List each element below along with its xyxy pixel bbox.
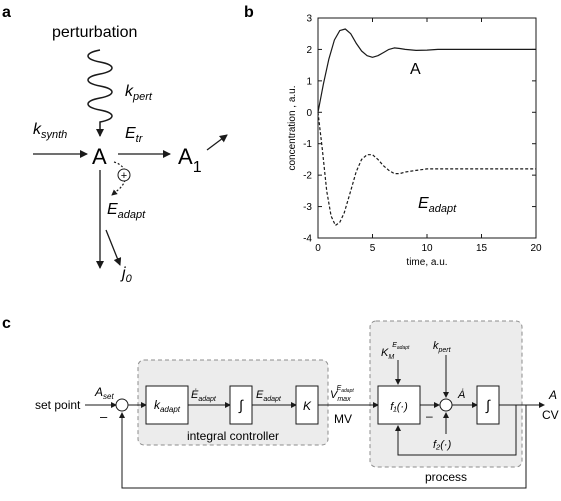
x-tick-label: 5 xyxy=(370,243,376,254)
k-synth-label: ksynth xyxy=(33,121,67,141)
y-tick-label: -2 xyxy=(303,171,312,182)
positive-feedback-arc xyxy=(111,161,127,196)
j0-label: j0 xyxy=(120,265,133,285)
minus-sign-right: – xyxy=(426,409,433,423)
y-axis-label: concentration , a.u. xyxy=(287,85,298,170)
curve-label-a: A xyxy=(410,61,421,78)
summing-junction-left xyxy=(115,398,129,412)
e-dot-adapt-label: Ėadapt xyxy=(191,389,217,403)
y-tick-label: -4 xyxy=(303,234,312,245)
y-tick-label: -1 xyxy=(303,139,312,150)
x-tick-label: 10 xyxy=(421,243,433,254)
node-a: A xyxy=(92,144,107,169)
output-a-label: A xyxy=(548,388,557,402)
cv-label: CV xyxy=(542,408,559,422)
plus-sign: + xyxy=(121,170,127,182)
panel-c: c set point Aset – kadapt Ėadapt ∫ Eadap… xyxy=(2,315,559,489)
y-tick-label: 3 xyxy=(306,14,312,25)
panel-b-letter: b xyxy=(244,4,254,21)
f1-label: f₁(·) xyxy=(390,401,408,413)
e-adapt-label: Eadapt xyxy=(107,201,146,221)
panel-a-letter: a xyxy=(2,4,11,21)
series-line-a xyxy=(317,28,536,113)
vmax-label: VmaxEadapt xyxy=(330,385,354,403)
y-tick-label: 0 xyxy=(306,108,312,119)
y-tick-label: -3 xyxy=(303,202,312,213)
integrator-symbol-1: ∫ xyxy=(238,397,244,414)
j0-arrow xyxy=(105,229,122,266)
gain-k-label: K xyxy=(303,399,312,413)
process-feedback-line xyxy=(395,405,517,456)
x-tick-label: 0 xyxy=(315,243,321,254)
f1-block xyxy=(377,385,421,425)
k-adapt-block xyxy=(145,385,189,425)
a1-outflow-arrow xyxy=(206,134,228,151)
set-point-label: set point xyxy=(35,398,81,412)
y-tick-label: 1 xyxy=(306,76,312,87)
x-tick-label: 20 xyxy=(530,243,542,254)
concentration-chart: 0 5 10 15 20 -4 -3 -2 -1 0 1 2 3 time, a.u. concentrat… xyxy=(287,14,542,269)
node-a1: A1 xyxy=(178,144,202,176)
perturbation-spring-icon xyxy=(87,49,113,137)
k-adapt-label: kadapt xyxy=(154,398,181,414)
k-pert-label: kpert xyxy=(125,83,153,103)
series-line-e-adapt xyxy=(317,112,536,226)
a-set-label: Aset xyxy=(94,385,114,401)
x-axis-label: time, a.u. xyxy=(406,257,447,268)
x-tick-label: 15 xyxy=(476,243,488,254)
a-dot-label: Ȧ xyxy=(457,389,465,401)
e-adapt-signal-label: Eadapt xyxy=(256,389,282,403)
perturbation-label: perturbation xyxy=(52,24,137,41)
outer-feedback-line xyxy=(119,405,527,489)
curve-label-e-adapt: Eadapt xyxy=(418,195,457,215)
integrator-symbol-2: ∫ xyxy=(485,397,491,414)
plus-circle-icon xyxy=(117,168,131,182)
process-label: process xyxy=(425,470,467,484)
panel-b: b 0 5 10 15 20 -4 -3 -2 -1 0 1 2 3 time, a.u. concentr… xyxy=(244,4,542,268)
mv-label: MV xyxy=(334,412,352,426)
panel-c-letter: c xyxy=(2,315,11,332)
panel-a: a perturbation kpert ksynth A Etr A1 + E… xyxy=(2,4,228,285)
minus-sign-left: – xyxy=(100,409,108,424)
summing-junction-right xyxy=(439,398,453,412)
y-tick-label: 2 xyxy=(306,45,312,56)
integral-controller-label: integral controller xyxy=(187,429,279,443)
f2-label: f₂(·) xyxy=(433,439,452,451)
e-tr-label: Etr xyxy=(125,125,144,145)
k-pert-c-label: kpert xyxy=(433,340,452,354)
km-label: KMEadapt xyxy=(381,342,410,361)
